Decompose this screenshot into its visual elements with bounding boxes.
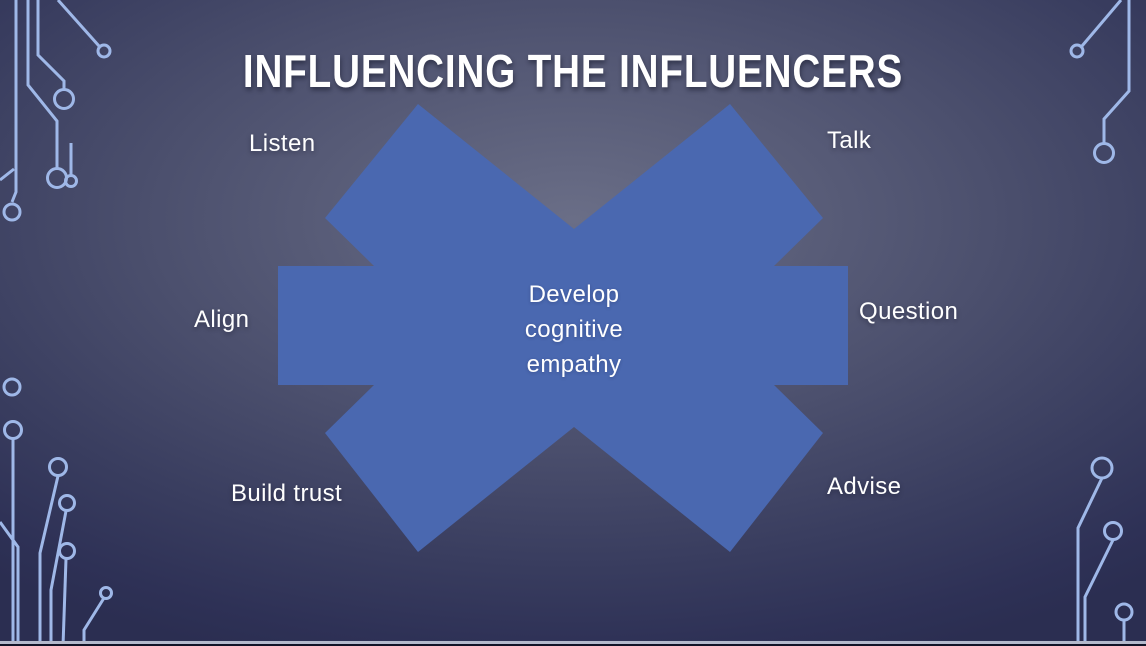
center-label-line-1: Develop: [528, 281, 620, 308]
center-label-line-2: cognitive: [524, 316, 624, 343]
circuit-pattern-top-left: [0, 0, 112, 222]
slide-title-text: INFLUENCING THE INFLUENCERS: [242, 45, 904, 97]
center-label-line-3: empathy: [526, 351, 622, 378]
circuit-pattern-top-right: [1069, 0, 1131, 164]
circuit-pattern-bottom-left: [0, 377, 113, 646]
slide-bottom-edge: [0, 641, 1146, 646]
arm-label-advise: Advise: [827, 473, 902, 500]
arm-label-talk: Talk: [827, 127, 872, 154]
center-shape-label: Develop cognitive empathy: [525, 277, 623, 382]
six-arm-star-shape: [278, 104, 848, 552]
arm-label-listen: Listen: [249, 130, 316, 157]
arm-label-build-trust: Build trust: [231, 480, 343, 507]
circuit-pattern-bottom-right: [1076, 456, 1134, 646]
arm-label-question: Question: [859, 298, 959, 325]
arm-label-align: Align: [194, 306, 250, 333]
slide-title: INFLUENCING THE INFLUENCERS: [0, 44, 1146, 98]
